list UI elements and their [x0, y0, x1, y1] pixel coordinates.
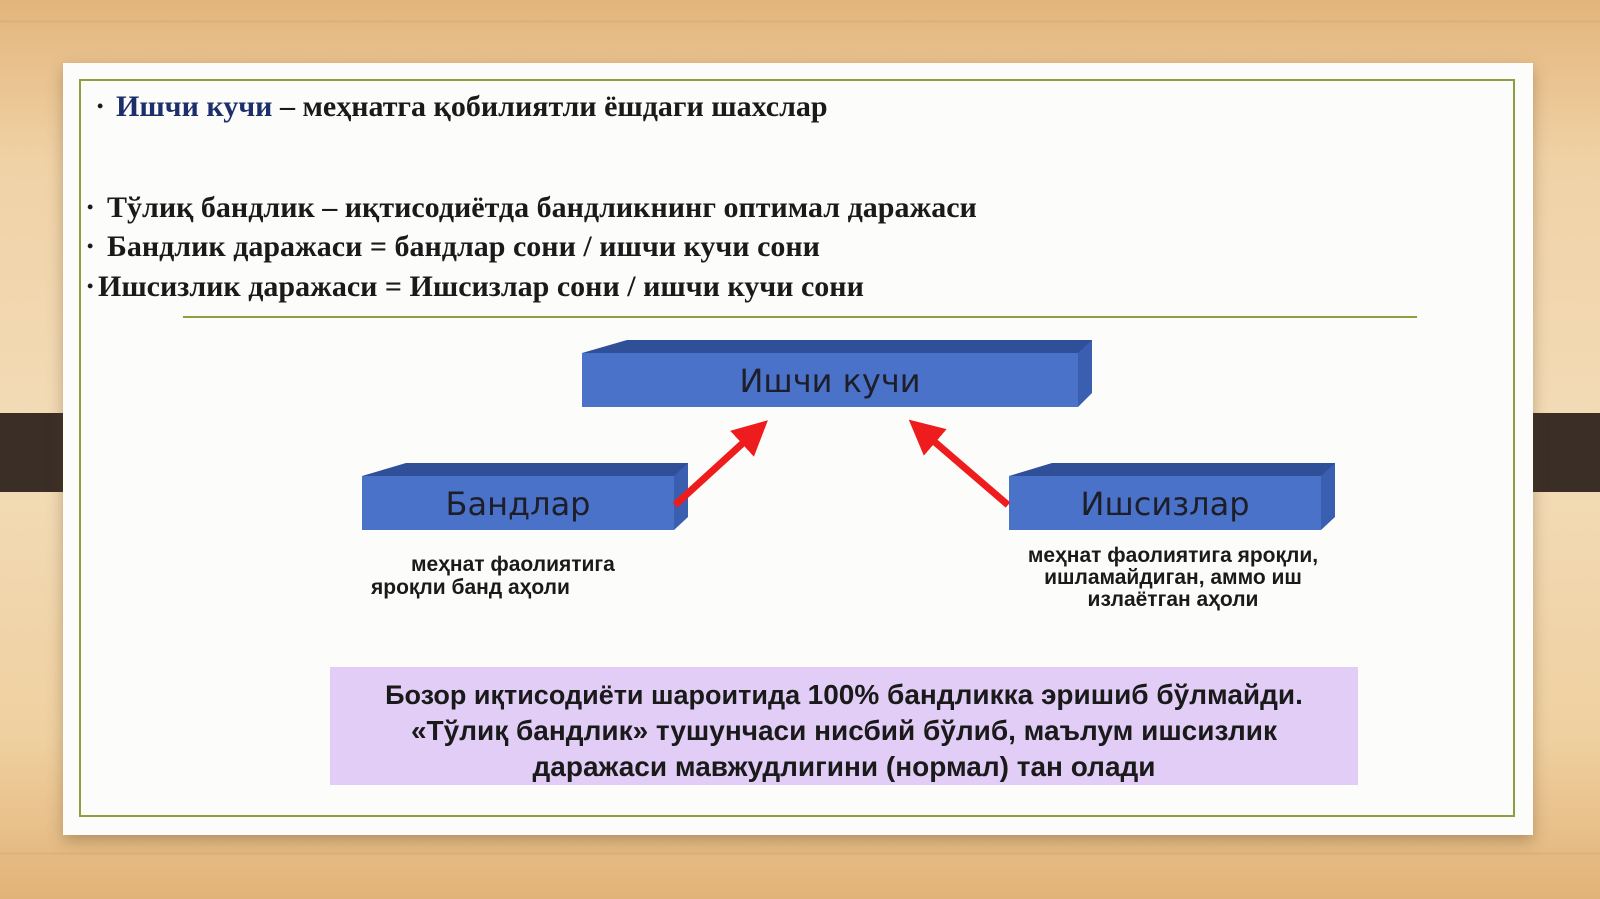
- definition-text: – меҳнатга қобилиятли ёшдаги шахслар: [272, 90, 828, 123]
- formula-unemployment-rate: Ишсизлик даражаси = Ишсизлар сони / ишчи…: [98, 270, 864, 303]
- bullet-icon: •: [87, 236, 94, 256]
- definition-labor-force: Ишчи кучи – меҳнатга қобилиятли ёшдаги ш…: [116, 90, 828, 124]
- slide-frame: [79, 79, 1515, 817]
- bullet-icon: •: [97, 96, 104, 116]
- note-line1-emphasis: 100% бандликка эришиб бўлмайди.: [807, 679, 1303, 710]
- divider-line: [183, 316, 1417, 318]
- caption-unemployed-line1: меҳнат фаолиятига яроқли,: [1027, 544, 1319, 567]
- note-line2: «Тўлиқ бандлик» тушунчаси нисбий бўлиб, …: [410, 715, 1278, 746]
- caption-unemployed-line3: излаётган аҳоли: [1087, 588, 1259, 611]
- formula-employment-rate: Бандлик даражаси = бандлар сони / ишчи к…: [107, 230, 820, 263]
- box-employed: [362, 463, 688, 530]
- box-unemployed: [1009, 463, 1335, 530]
- box-label-unemployed: Ишсизлар: [1080, 485, 1250, 523]
- box-label-labor-force: Ишчи кучи: [739, 362, 921, 400]
- term-labor-force: Ишчи кучи: [116, 90, 273, 123]
- caption-employed-line1: меҳнат фаолиятига: [411, 553, 615, 576]
- arrow-employed-to-labor-force: [672, 420, 768, 508]
- caption-employed-line2: яроқли банд аҳоли: [371, 576, 570, 599]
- note-line1: Бозор иқтисодиёти шароитида 100% бандлик…: [330, 677, 1358, 713]
- note-line1-prefix: Бозор иқтисодиёти шароитида: [385, 680, 808, 710]
- arrow-unemployed-to-labor-force: [908, 419, 1011, 508]
- box-labor-force: [582, 340, 1092, 407]
- wood-texture-streak: [0, 852, 1600, 855]
- bullet-icon: •: [87, 276, 94, 296]
- wood-texture-streak: [0, 20, 1600, 23]
- note-line3: даражаси мавжудлигини (нормал) тан олади: [532, 751, 1156, 782]
- definition-full-employment: Тўлиқ бандлик – иқтисодиётда бандликнинг…: [107, 191, 977, 224]
- bullet-icon: •: [87, 197, 94, 217]
- caption-unemployed-line2: ишламайдиган, аммо иш: [1044, 566, 1302, 589]
- note-box: Бозор иқтисодиёти шароитида 100% бандлик…: [330, 667, 1358, 785]
- box-label-employed: Бандлар: [445, 485, 591, 523]
